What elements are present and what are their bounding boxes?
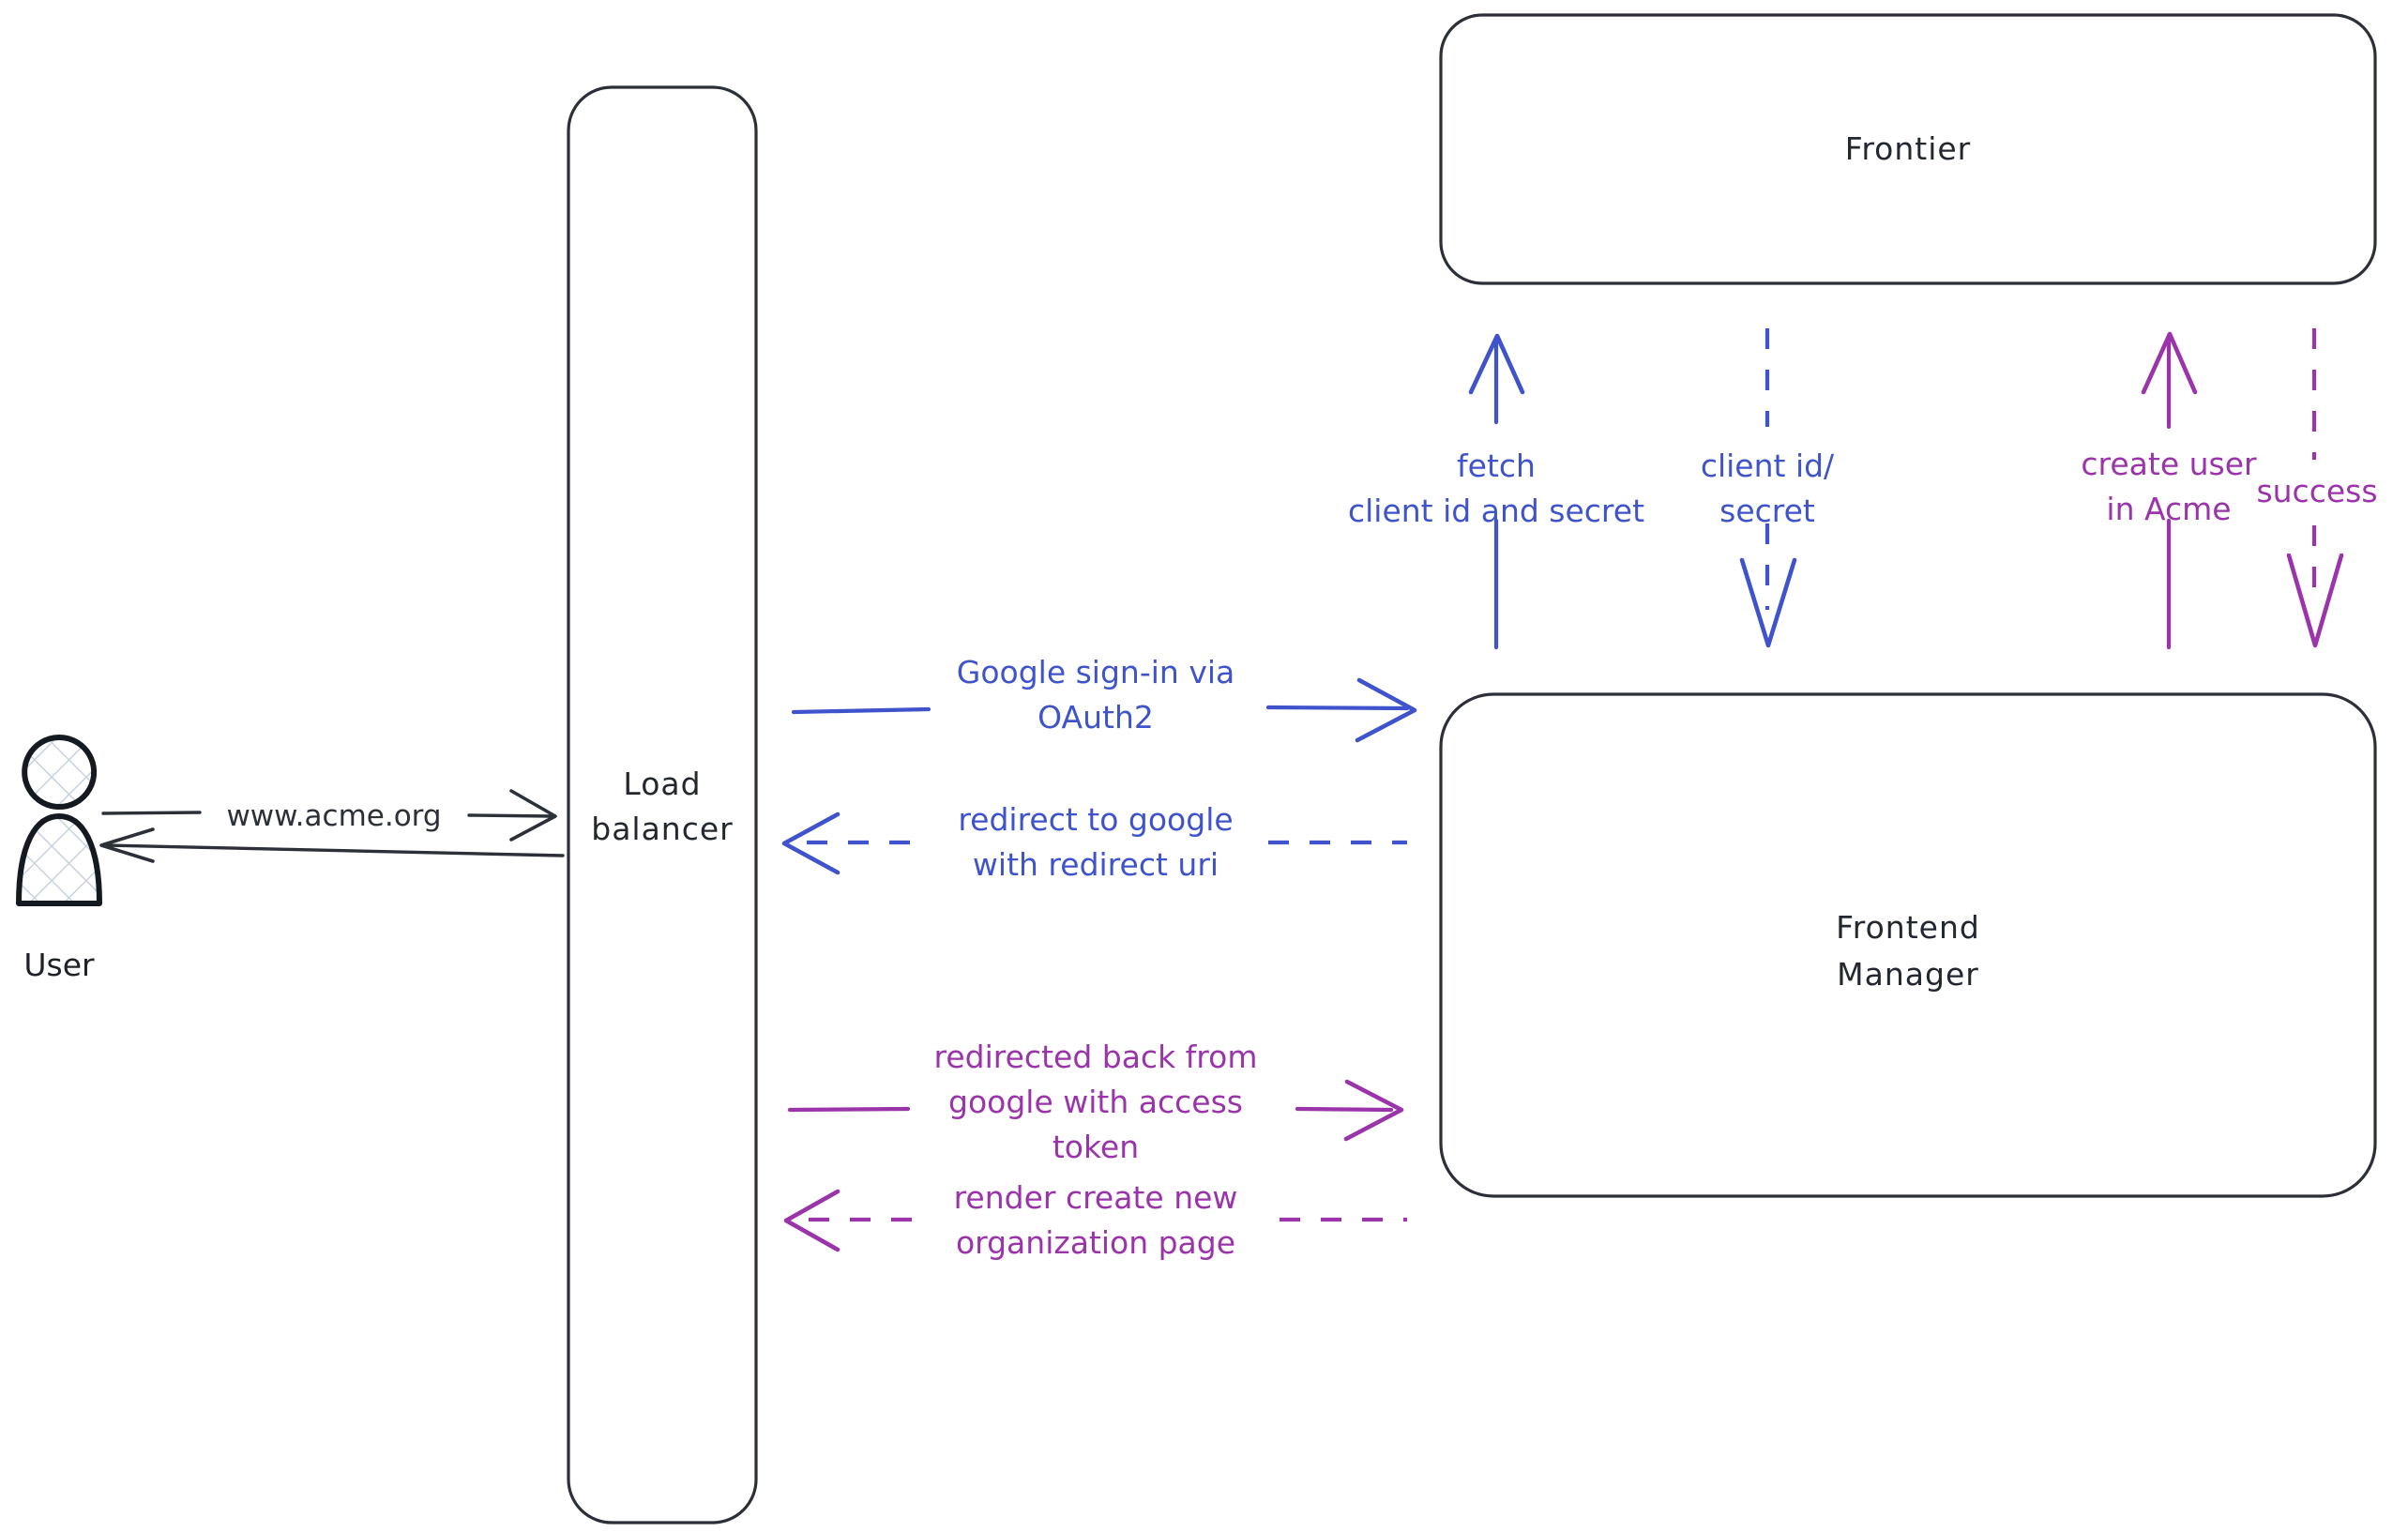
edge-lb-to-fm-token-label-line3: token xyxy=(1053,1129,1139,1165)
node-frontend-manager-label-line1: Frontend xyxy=(1836,909,1980,946)
node-load-balancer-label-line1: Load xyxy=(623,766,701,802)
edge-lb-to-fm-token-label-line1: redirected back from xyxy=(934,1039,1258,1075)
edge-lb-to-user xyxy=(99,827,565,863)
edge-lb-to-fm-signin-label-line2: OAuth2 xyxy=(1037,699,1154,736)
frontend-manager-box xyxy=(1439,692,2377,1198)
edge-frontier-to-fm-creds-label-line1: client id/ xyxy=(1701,447,1835,484)
edge-fm-to-lb-redirect-label-line1: redirect to google xyxy=(958,801,1233,838)
edge-fm-to-frontier-fetch-label-line1: fetch xyxy=(1457,447,1536,484)
edge-lb-to-fm-signin-label-line1: Google sign-in via xyxy=(957,654,1234,690)
user-avatar-icon xyxy=(22,735,98,810)
edge-lb-to-fm-signin: Google sign-in via OAuth2 xyxy=(791,654,1417,743)
edge-fm-to-frontier-createuser: create user in Acme xyxy=(2081,331,2257,650)
load-balancer-box xyxy=(567,85,758,1524)
edge-frontier-to-fm-success: success xyxy=(2256,328,2378,648)
edge-fm-to-lb-render: render create new organization page xyxy=(783,1179,1407,1261)
node-frontier-label: Frontier xyxy=(1845,130,1972,167)
edge-lb-to-fm-token: redirected back from google with access … xyxy=(787,1039,1404,1165)
node-user[interactable]: User xyxy=(16,735,102,983)
node-user-label: User xyxy=(23,947,95,983)
edge-frontier-to-fm-success-label: success xyxy=(2256,473,2377,509)
node-load-balancer-label-line2: balancer xyxy=(591,811,734,847)
edge-lb-to-fm-token-label-line2: google with access xyxy=(948,1084,1243,1120)
node-frontend-manager[interactable]: Frontend Manager xyxy=(1439,692,2377,1198)
edge-fm-to-frontier-createuser-label-line1: create user xyxy=(2081,446,2257,482)
edge-fm-to-lb-redirect-label-line2: with redirect uri xyxy=(973,846,1219,883)
node-frontier[interactable]: Frontier xyxy=(1439,13,2377,285)
edge-frontier-to-fm-creds-label-line2: secret xyxy=(1719,493,1815,529)
edge-frontier-to-fm-creds: client id/ secret xyxy=(1701,328,1835,648)
node-load-balancer[interactable]: Load balancer xyxy=(567,85,758,1524)
user-torso-icon xyxy=(16,813,102,906)
edge-fm-to-frontier-fetch-label-line2: client id and secret xyxy=(1348,493,1644,529)
edge-fm-to-frontier-createuser-label-line2: in Acme xyxy=(2106,491,2231,527)
edge-user-to-lb-label: www.acme.org xyxy=(226,799,441,833)
frontier-box xyxy=(1439,13,2377,285)
edge-fm-to-lb-render-label-line1: render create new xyxy=(954,1179,1238,1216)
edge-user-to-lb: www.acme.org xyxy=(101,789,557,842)
node-frontend-manager-label-line2: Manager xyxy=(1837,956,1979,993)
edge-fm-to-lb-redirect: redirect to google with redirect uri xyxy=(781,801,1407,883)
edge-fm-to-frontier-fetch: fetch client id and secret xyxy=(1348,333,1644,650)
edge-fm-to-lb-render-label-line2: organization page xyxy=(956,1224,1235,1261)
